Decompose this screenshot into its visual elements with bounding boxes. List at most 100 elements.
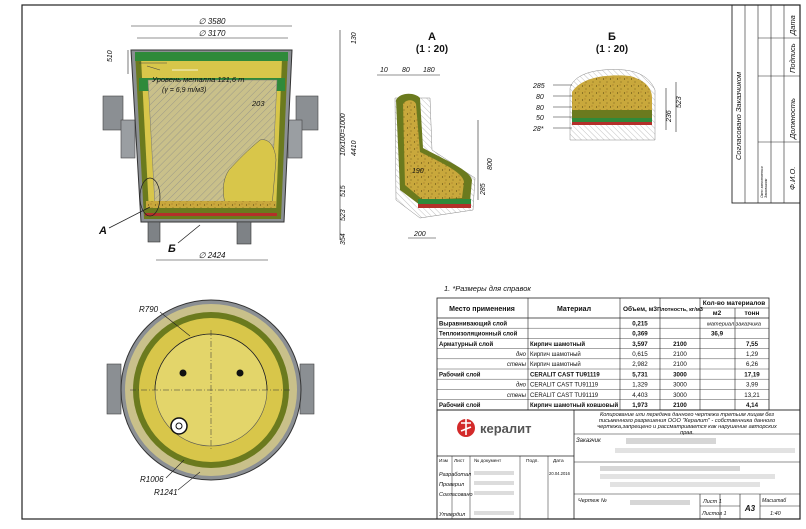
table-cell-density: 2100 <box>673 402 687 409</box>
table-cell-material: CERALIT CAST TU91119 <box>530 372 600 378</box>
detail-b-dim-285: 285 <box>532 83 545 90</box>
sheet-count: Листов 1 <box>701 511 727 517</box>
plan-view-labels: R790 R1006 R1241 <box>139 305 178 497</box>
detail-a-dim-285: 285 <box>480 183 487 196</box>
table-cell-volume: 2,982 <box>632 361 648 368</box>
detail-b-dim-80a: 80 <box>536 94 544 101</box>
table-cell-material: Кирпич шамотный ковшовый <box>530 402 618 409</box>
date-value: 20.04.2016 <box>549 471 571 476</box>
table-cell-volume: 0,615 <box>632 351 648 358</box>
metal-density-label: (γ = 6,9 т/м3) <box>162 87 206 94</box>
detail-b-labels: Б (1 : 20) 285 80 80 50 28* 523 236 <box>532 31 683 133</box>
dim-3170: ∅ 3170 <box>199 29 227 38</box>
table-cell-tons: 17,19 <box>744 371 760 378</box>
table-cell-place: Выравнивающий слой <box>439 320 507 327</box>
table-cell-volume: 1,329 <box>632 382 648 389</box>
detail-b-dim-50: 50 <box>536 115 544 122</box>
detail-a-dim-10: 10 <box>380 67 388 74</box>
table-cell-material: Кирпич шамотный <box>530 361 581 368</box>
table-cell-place: Рабочий слой <box>439 371 481 378</box>
table-cell-density: 2100 <box>673 361 687 368</box>
dim-1000: 10x100=1000 <box>340 113 347 156</box>
drawing-number-label: Чертеж № <box>578 498 607 504</box>
table-cell-tons: 7,55 <box>746 341 759 348</box>
radius-1006: R1006 <box>140 475 164 484</box>
table-cell-place: Рабочий слой <box>439 402 481 409</box>
sheet-frame <box>21 4 801 520</box>
detail-a-title: А <box>428 31 436 43</box>
role-developed: Разработал <box>439 472 471 478</box>
th-density: Плотность, кг/м3 <box>657 307 703 313</box>
table-cell-tons: 13,21 <box>744 392 760 399</box>
dim-130: 130 <box>351 32 358 44</box>
detail-a-dim-180: 180 <box>423 67 435 74</box>
role-approved: Утвердил <box>438 512 465 518</box>
role-checked: Проверил <box>439 482 464 488</box>
plan-view <box>106 299 315 491</box>
main-section-view <box>102 25 341 261</box>
strip-col-name: Ф.И.О. <box>788 167 797 190</box>
th-volume: Объем, м3 <box>623 305 657 313</box>
main-view-labels: ∅ 3580 ∅ 3170 510 Уровень металла 121,6 … <box>98 17 358 260</box>
detail-b-title: Б <box>608 31 616 43</box>
scale-value: 1:40 <box>770 511 782 517</box>
table-cell-density: 3000 <box>673 371 687 378</box>
table-cell-density: 3000 <box>673 382 687 389</box>
table-cell-density: 2100 <box>673 341 687 348</box>
col-sign: Подп. <box>526 458 539 464</box>
table-cell-tons: 6,26 <box>746 361 759 368</box>
detail-b-dim-236: 236 <box>666 110 673 123</box>
table-cell-volume: 3,597 <box>632 341 648 348</box>
table-cell-material: Кирпич шамотный <box>530 341 585 348</box>
strip-note: Окно заполняетсяЗаказчиком <box>760 166 768 198</box>
detail-a-dim-80: 80 <box>402 67 410 74</box>
table-cell-material: Кирпич шамотный <box>530 351 581 358</box>
blurred-title <box>600 466 740 471</box>
table-cell-tons: 3,99 <box>746 382 759 389</box>
strip-col-date: Дата <box>788 15 797 36</box>
table-cell-tons: 4,14 <box>746 402 759 409</box>
dim-2424: ∅ 2424 <box>199 251 227 260</box>
strip-col-position: Должность <box>788 98 797 140</box>
col-date: Дата <box>553 458 564 464</box>
title-block <box>436 409 801 520</box>
dim-3580: ∅ 3580 <box>199 17 227 26</box>
table-cell-material: CERALIT CAST TU91119 <box>530 383 599 389</box>
detail-a-scale: (1 : 20) <box>416 44 448 55</box>
table-cell-volume: 0,369 <box>632 331 648 338</box>
blurred-drawing-number <box>630 500 690 505</box>
role-agreed: Согласовано <box>439 492 473 498</box>
approval-strip <box>731 4 801 204</box>
agreed-by-customer: Согласовано Заказчиком <box>734 72 743 160</box>
col-izm: Изм <box>439 458 448 464</box>
reference-note: 1. *Размеры для справок <box>444 284 531 293</box>
table-cell-volume: 4,403 <box>632 392 648 399</box>
table-cell-tons: 1,29 <box>746 351 759 358</box>
blurred-customer <box>626 438 716 444</box>
table-cell-sub: дно <box>516 352 527 358</box>
right-leg <box>236 221 252 245</box>
format-a3: A3 <box>744 504 756 513</box>
detail-b-dim-523: 523 <box>676 96 683 108</box>
table-cell-volume: 5,731 <box>632 371 648 378</box>
th-material: Материал <box>557 306 591 313</box>
dim-203: 203 <box>251 99 265 108</box>
detail-a-labels: А (1 : 20) 10 80 180 800 285 190 200 <box>380 31 494 238</box>
copyright-notice: Копирование или передача данного чертежа… <box>597 412 777 436</box>
top-green-band <box>135 52 288 61</box>
table-cell-volume: 1,973 <box>632 402 648 409</box>
col-list: Лист <box>454 458 465 464</box>
th-tons: тонн <box>745 310 760 317</box>
table-cell-density: 3000 <box>673 392 687 399</box>
dim-523: 523 <box>340 209 347 221</box>
nozzle <box>170 417 188 435</box>
table-cell-m2: 36,9 <box>711 331 724 338</box>
metal-level-label: Уровень металла 121,6 т <box>151 75 244 84</box>
dim-4410: 4410 <box>351 140 358 156</box>
dim-510: 510 <box>107 50 114 62</box>
dim-354: 354 <box>340 233 347 245</box>
radius-790: R790 <box>139 305 159 314</box>
detail-a-dim-200: 200 <box>413 231 426 238</box>
